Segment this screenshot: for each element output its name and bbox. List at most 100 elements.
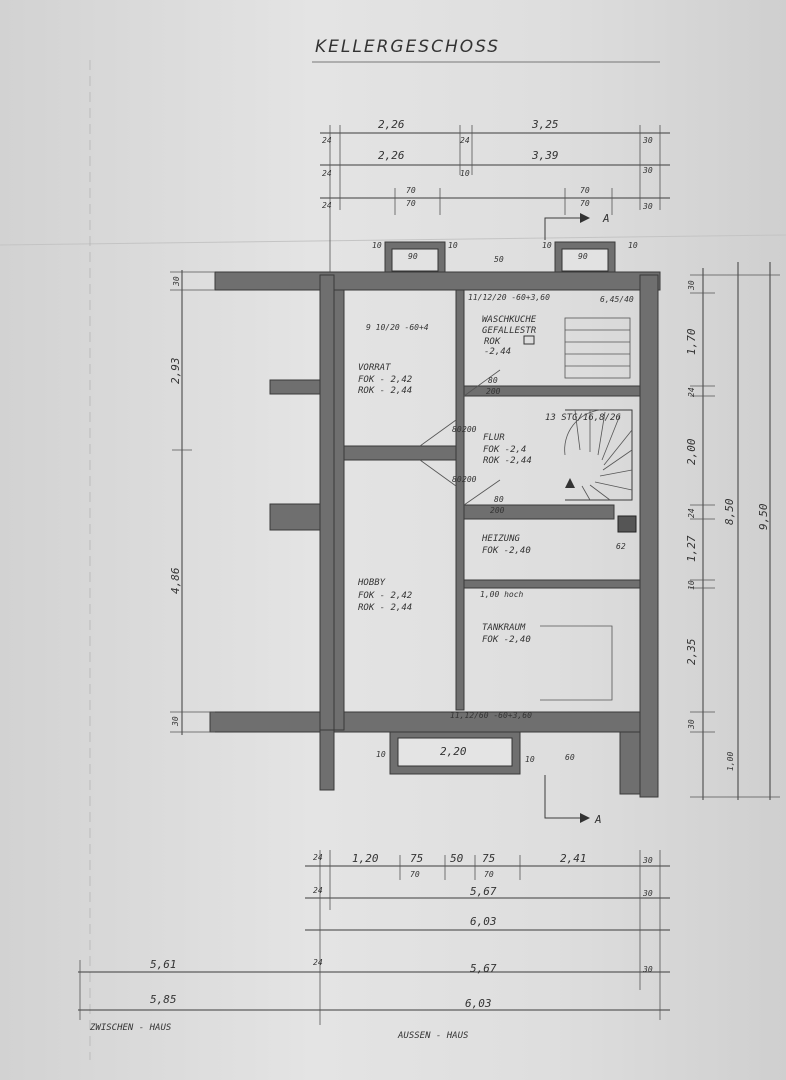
dim-mark-1: 24	[322, 136, 332, 145]
dim-top-2-c: 30	[642, 166, 653, 175]
dim-top-3-a: 70	[406, 186, 416, 195]
room-vorrat: VORRAT	[358, 363, 391, 373]
dim-mark-2: 24	[322, 169, 332, 178]
room-hobby-rok: ROK - 2,44	[358, 603, 412, 613]
window-side-2: 10	[525, 755, 535, 764]
dim-right-10: 1,00	[726, 752, 735, 771]
well-mark-l2: 10	[448, 241, 458, 250]
dim-top-3-e: 30	[642, 202, 653, 211]
dim-left-4: 30	[171, 716, 180, 727]
doors	[419, 369, 501, 506]
room-heizung: HEIZUNG	[481, 534, 521, 544]
room-flur: FLUR	[483, 433, 505, 443]
dim-mark-5: 10	[460, 169, 470, 178]
well-mark-l1: 10	[372, 241, 382, 250]
door-dim-5: 80	[452, 425, 462, 434]
dim-bottom-1b-a: 70	[410, 870, 420, 879]
dim-bottom-2-c: 30	[642, 889, 653, 898]
stair-label: 13 STG/16,8/26	[545, 413, 621, 423]
dim-right-9: 30	[687, 719, 696, 730]
room-flur-rok: ROK -2,44	[483, 456, 532, 466]
dim-bottom-1-d: 50	[450, 852, 464, 865]
dim-bottom-1-b: 1,20	[352, 852, 379, 865]
room-tankraum: TANKRAUM	[482, 623, 526, 633]
room-waschkueche: WASCHKUCHE	[482, 315, 537, 325]
well-mark-mid: 50	[494, 255, 504, 264]
dim-bottom-4-d: 30	[642, 965, 653, 974]
room-vorrat-rok: ROK - 2,44	[358, 386, 412, 396]
room-waschkueche-2: GEFALLESTR	[482, 326, 537, 336]
dim-top-1-c: 30	[642, 136, 653, 145]
room-waschkueche-4: -2,44	[484, 347, 511, 357]
door-dim-4: 200	[490, 506, 505, 515]
chimney	[617, 515, 637, 533]
dim-bottom-1-a: 24	[313, 853, 323, 862]
dim-top-3-c: 70	[580, 186, 590, 195]
window-side-3: 60	[565, 753, 575, 762]
dim-left-3: 4,86	[169, 567, 182, 594]
dim-left-1: 30	[172, 276, 181, 287]
dim-bottom-1-g: 30	[642, 856, 653, 865]
dim-right-3: 24	[687, 387, 696, 397]
window-dim: 2,20	[440, 745, 467, 758]
staircase	[564, 409, 633, 501]
well-dim-left: 90	[408, 252, 418, 261]
dim-bottom-1-f: 2,41	[560, 852, 587, 865]
dim-left-2: 2,93	[169, 358, 182, 385]
note-window-bottom: 11,12/60 -60+3,60	[450, 711, 532, 720]
dim-right-6: 1,27	[685, 535, 698, 562]
footer-right: AUSSEN - HAUS	[397, 1031, 469, 1041]
well-mark-r1: 10	[542, 241, 552, 250]
dim-bottom-1b-b: 70	[484, 870, 494, 879]
room-waschkueche-3: ROK	[484, 337, 501, 347]
stair-up-waschkueche	[523, 317, 631, 379]
well-mark-r2: 10	[628, 241, 638, 250]
door-dim-6: 200	[462, 425, 477, 434]
dim-top-2-b: 3,39	[531, 149, 559, 162]
dim-mark-4: 24	[460, 136, 470, 145]
dim-right-8: 2,35	[685, 639, 698, 666]
left-dimension-lines	[170, 270, 215, 735]
tank-outline	[540, 625, 613, 701]
section-arrow-bottom	[544, 775, 590, 823]
dim-top-3-d: 70	[580, 199, 590, 208]
dim-top-2-a: 2,26	[378, 149, 405, 162]
paper-fold	[0, 234, 786, 246]
dim-bottom-2-a: 24	[313, 886, 323, 895]
well-dim-right: 90	[578, 252, 588, 261]
room-hobby: HOBBY	[357, 578, 386, 588]
door-dim-7: 80	[452, 475, 462, 484]
dim-bottom-1-e: 75	[482, 852, 495, 865]
dim-right-11: 8,50	[723, 498, 736, 525]
section-mark-top: A	[602, 212, 610, 225]
dim-top-3-b: 70	[406, 199, 416, 208]
door-dim-2: 200	[486, 387, 501, 396]
dim-bottom-5-b: 6,03	[465, 997, 492, 1010]
note-window-vorrat: 9 10/20 -60+4	[366, 323, 429, 332]
dim-right-4: 2,00	[685, 438, 698, 465]
room-hobby-fok: FOK - 2,42	[358, 591, 412, 601]
dim-bottom-5-a: 5,85	[150, 993, 177, 1006]
plan-title: KELLERGESCHOSS	[315, 37, 500, 57]
section-mark-bottom: A	[594, 813, 602, 826]
light-well-bottom	[389, 731, 521, 775]
room-vorrat-fok: FOK - 2,42	[358, 375, 412, 385]
dim-right-7: 10	[687, 580, 696, 590]
note-height: 1,00 hoch	[480, 590, 524, 599]
right-dimension-lines	[690, 262, 780, 800]
dim-top-1-b: 3,25	[531, 118, 559, 131]
dim-right-2: 1,70	[685, 328, 698, 355]
dim-bottom-1-c: 75	[410, 852, 423, 865]
dim-bottom-4-a: 5,61	[150, 958, 177, 971]
door-dim-9: 62	[616, 542, 626, 551]
light-well-right	[554, 241, 616, 278]
section-arrow-top	[544, 213, 590, 240]
door-dim-3: 80	[494, 495, 504, 504]
bottom-dimension-lines	[78, 850, 670, 1025]
dim-right-1: 30	[687, 280, 696, 291]
door-dim-8: 200	[462, 475, 477, 484]
door-dim-1: 80	[488, 376, 498, 385]
dim-right-5: 24	[687, 508, 696, 518]
